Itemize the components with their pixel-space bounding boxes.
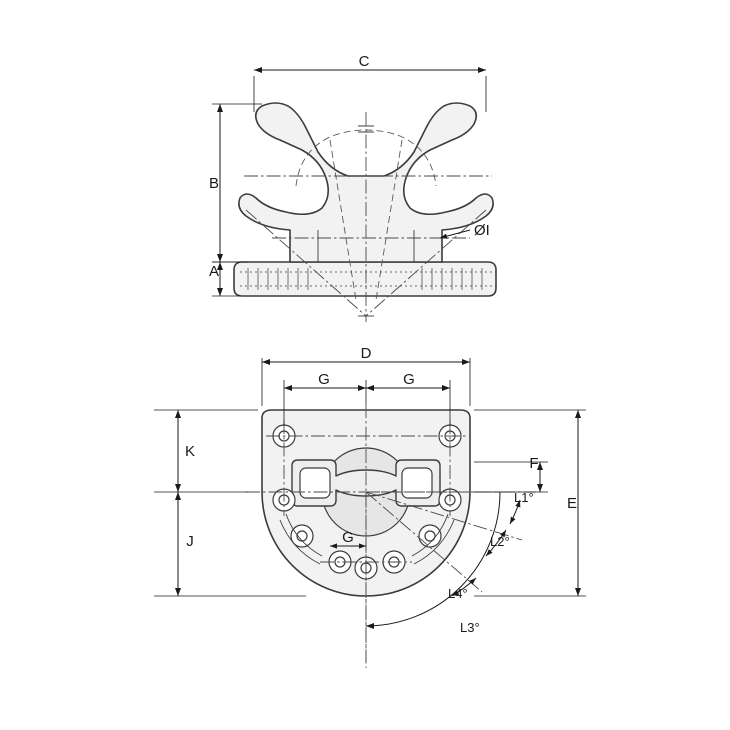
dimension-label-L3: L3° bbox=[460, 620, 480, 635]
dimension-label-G3: G bbox=[342, 529, 354, 546]
plan-left-horn-boss bbox=[299, 467, 331, 499]
front-apex-tick bbox=[358, 125, 374, 133]
front-taper-centerline-right bbox=[365, 209, 487, 317]
front-hidden-taper-right bbox=[375, 139, 403, 301]
front-base-hatching bbox=[240, 268, 496, 290]
dimension-label-D: D bbox=[361, 345, 372, 362]
plan-angle-arc-L1 bbox=[509, 499, 521, 525]
dimension-label-L4: L4° bbox=[448, 586, 468, 601]
dimension-label-C: C bbox=[359, 53, 370, 70]
dimension-label-A: A bbox=[209, 263, 219, 280]
plan-fixing-hole-lower-right-inner bbox=[424, 530, 436, 542]
plan-web-left-2 bbox=[279, 519, 321, 565]
plan-web-left bbox=[285, 513, 323, 557]
dimension-B: B bbox=[209, 103, 262, 263]
dimension-label-G2: G bbox=[403, 371, 415, 388]
dimension-label-diameter-I: ØI bbox=[474, 222, 490, 239]
dimension-F: F bbox=[474, 455, 548, 493]
plan-view: D G G G bbox=[154, 345, 586, 668]
dimension-diameter-I: ØI bbox=[439, 222, 490, 239]
front-view: C B A ØI bbox=[209, 53, 497, 322]
plan-angle-line-L4 bbox=[365, 491, 483, 593]
dimension-label-B: B bbox=[209, 175, 219, 192]
plan-angle-arc-L4 bbox=[451, 577, 477, 597]
dimension-J: J bbox=[154, 492, 306, 597]
front-stem-lines bbox=[317, 230, 415, 262]
dimension-K: K bbox=[154, 409, 258, 493]
dimension-A: A bbox=[209, 261, 240, 297]
front-base-plate bbox=[233, 261, 497, 297]
dimension-label-J: J bbox=[186, 533, 194, 550]
plan-angle-arc-L2 bbox=[485, 529, 507, 557]
dimension-label-L2: L2° bbox=[490, 534, 510, 549]
plan-web-right-2 bbox=[413, 519, 455, 565]
front-hidden-taper-left bbox=[329, 139, 357, 301]
front-taper-centerline-left bbox=[245, 209, 367, 317]
dimension-G-bottom: G bbox=[330, 529, 366, 549]
dimension-label-E: E bbox=[567, 495, 577, 512]
dimension-C: C bbox=[253, 53, 487, 112]
plan-right-horn-boss bbox=[401, 467, 433, 499]
dimension-G-left: G bbox=[283, 371, 367, 426]
dimension-D: D bbox=[261, 345, 471, 406]
dimension-label-K: K bbox=[185, 443, 195, 460]
dimension-G-right: G bbox=[366, 371, 451, 426]
dimension-E: E bbox=[474, 409, 586, 597]
dimension-label-G1: G bbox=[318, 371, 330, 388]
dimension-label-L1: L1° bbox=[514, 490, 534, 505]
plan-web-right bbox=[411, 513, 449, 557]
dimension-label-F: F bbox=[529, 455, 538, 472]
